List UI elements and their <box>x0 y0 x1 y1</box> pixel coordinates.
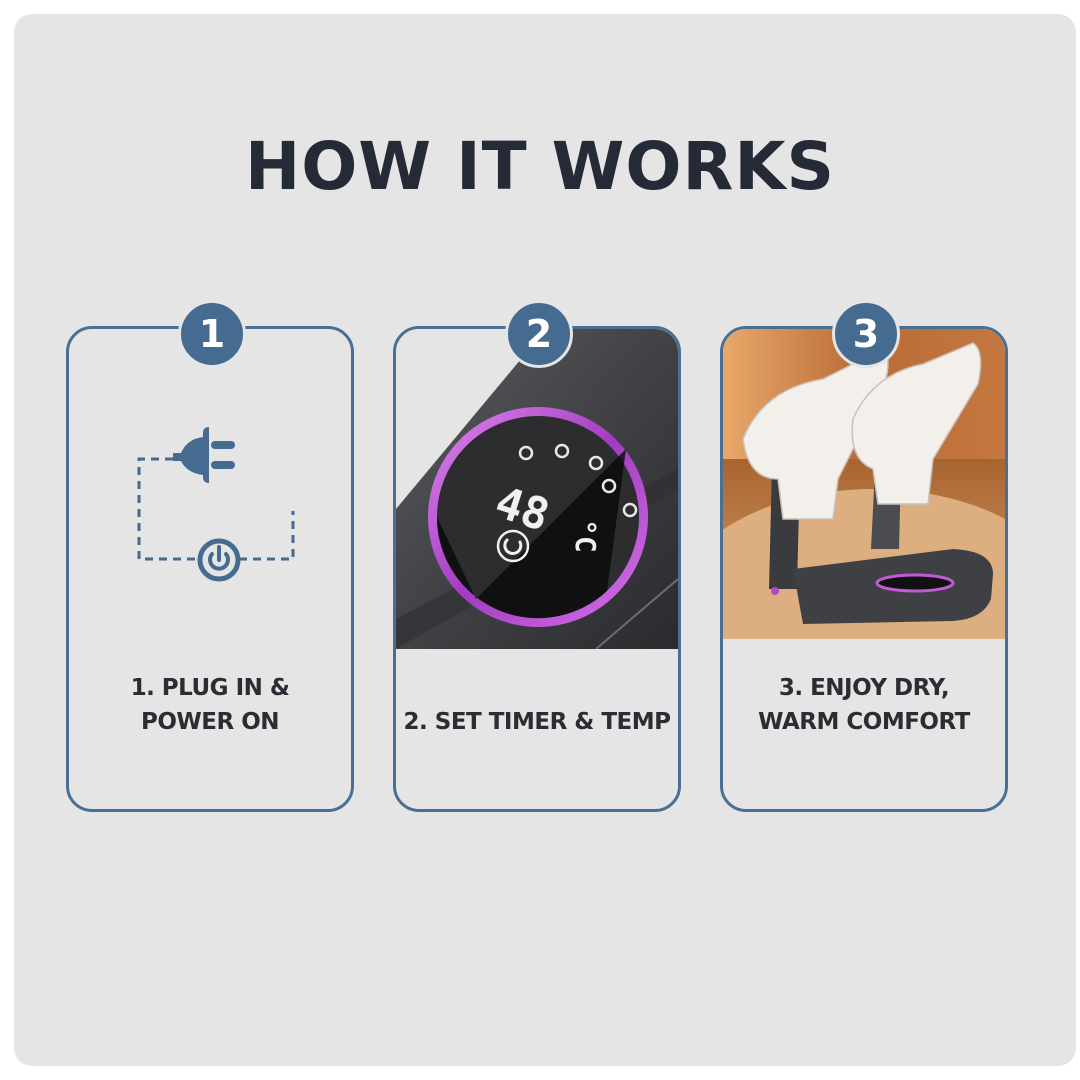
power-button-icon <box>496 529 530 563</box>
power-icon <box>197 538 241 582</box>
step-3-label-line2: WARM COMFORT <box>758 709 970 735</box>
step-1-label-line2: POWER ON <box>140 709 280 735</box>
mode-indicator-icons <box>518 443 638 518</box>
dashed-connector <box>137 457 295 561</box>
step-card-2: 48 °C 2. SET TIMER & TEMP <box>393 326 681 812</box>
step-badge-3: 3 <box>832 300 900 368</box>
page-title: HOW IT WORKS <box>244 128 836 205</box>
step-3-label-line1: 3. ENJOY DRY, <box>778 675 950 701</box>
step-badge-2: 2 <box>505 300 573 368</box>
plug-icon <box>173 427 235 483</box>
step-badge-1: 1 <box>178 300 246 368</box>
temperature-unit: °C <box>569 519 602 553</box>
step-2-label: 2. SET TIMER & TEMP <box>403 709 672 735</box>
step-1-label-line1: 1. PLUG IN & <box>130 675 290 701</box>
control-panel-photo: 48 °C <box>396 329 678 649</box>
plug-power-diagram <box>137 427 295 582</box>
step-card-1: 1. PLUG IN & POWER ON <box>66 326 354 812</box>
white-sneakers <box>742 342 982 520</box>
step-card-3: 3. ENJOY DRY, WARM COMFORT <box>720 326 1008 812</box>
shoe-dryer-photo <box>723 329 1005 639</box>
